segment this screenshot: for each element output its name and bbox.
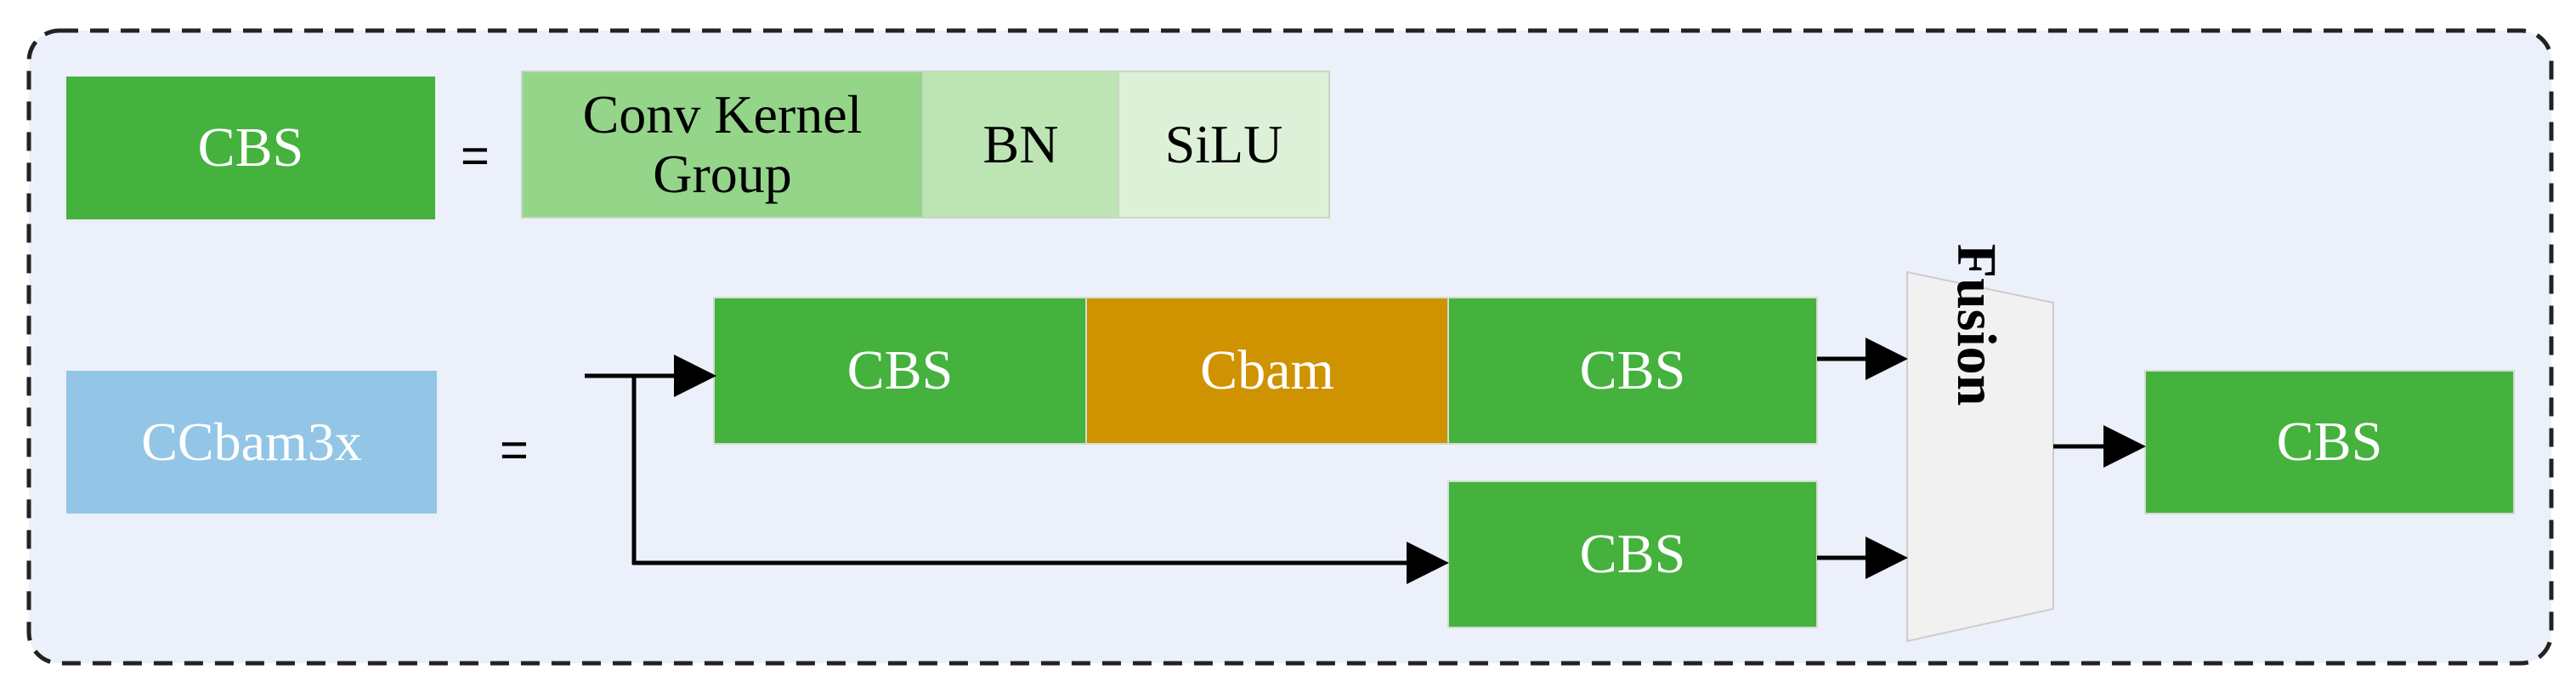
- bn-text: BN: [982, 114, 1059, 174]
- conv-kernel-group-label: Conv Kernel Group: [522, 71, 923, 218]
- fusion-block: [1906, 270, 2054, 643]
- bottom-branch-cbs-text: CBS: [1579, 523, 1686, 585]
- legend-equals-sign: =: [461, 128, 490, 184]
- top-branch-cbs-b-text: CBS: [1579, 339, 1686, 401]
- top-branch-cbs-b-block: [1447, 297, 1818, 445]
- legend-cbs-label: CBS: [66, 77, 435, 219]
- fusion-label: Fusion: [1925, 244, 2027, 406]
- conv-kernel-group-block: [521, 71, 924, 219]
- silu-block: [1118, 71, 1330, 219]
- top-branch-cbs-a-block: [713, 297, 1087, 445]
- output-cbs-block: [2144, 370, 2515, 514]
- legend-cbs-text: CBS: [197, 116, 304, 179]
- cbam-block: [1085, 297, 1449, 445]
- ccbam3x-block: [66, 371, 437, 514]
- bottom-branch-cbs-label: CBS: [1448, 481, 1817, 628]
- fusion-text: Fusion: [1945, 243, 2007, 406]
- output-cbs-label: CBS: [2145, 371, 2514, 514]
- conv-kernel-text: Conv Kernel: [582, 84, 863, 145]
- ccbam3x-label: CCbam3x: [66, 371, 437, 514]
- cbam-label: Cbam: [1086, 298, 1448, 444]
- output-cbs-text: CBS: [2276, 411, 2383, 473]
- legend-cbs-block: [66, 77, 435, 219]
- top-branch-cbs-a-text: CBS: [846, 339, 954, 401]
- bottom-branch-cbs-block: [1447, 480, 1818, 628]
- ccbam-equals-sign: =: [500, 423, 529, 478]
- top-branch-cbs-b-label: CBS: [1448, 298, 1817, 444]
- silu-label: SiLU: [1118, 71, 1329, 218]
- bn-label: BN: [923, 71, 1118, 218]
- silu-text: SiLU: [1164, 114, 1283, 174]
- group-text: Group: [653, 144, 792, 204]
- cbam-text: Cbam: [1200, 339, 1334, 401]
- ccbam3x-text: CCbam3x: [141, 412, 362, 472]
- top-branch-cbs-a-label: CBS: [714, 298, 1086, 444]
